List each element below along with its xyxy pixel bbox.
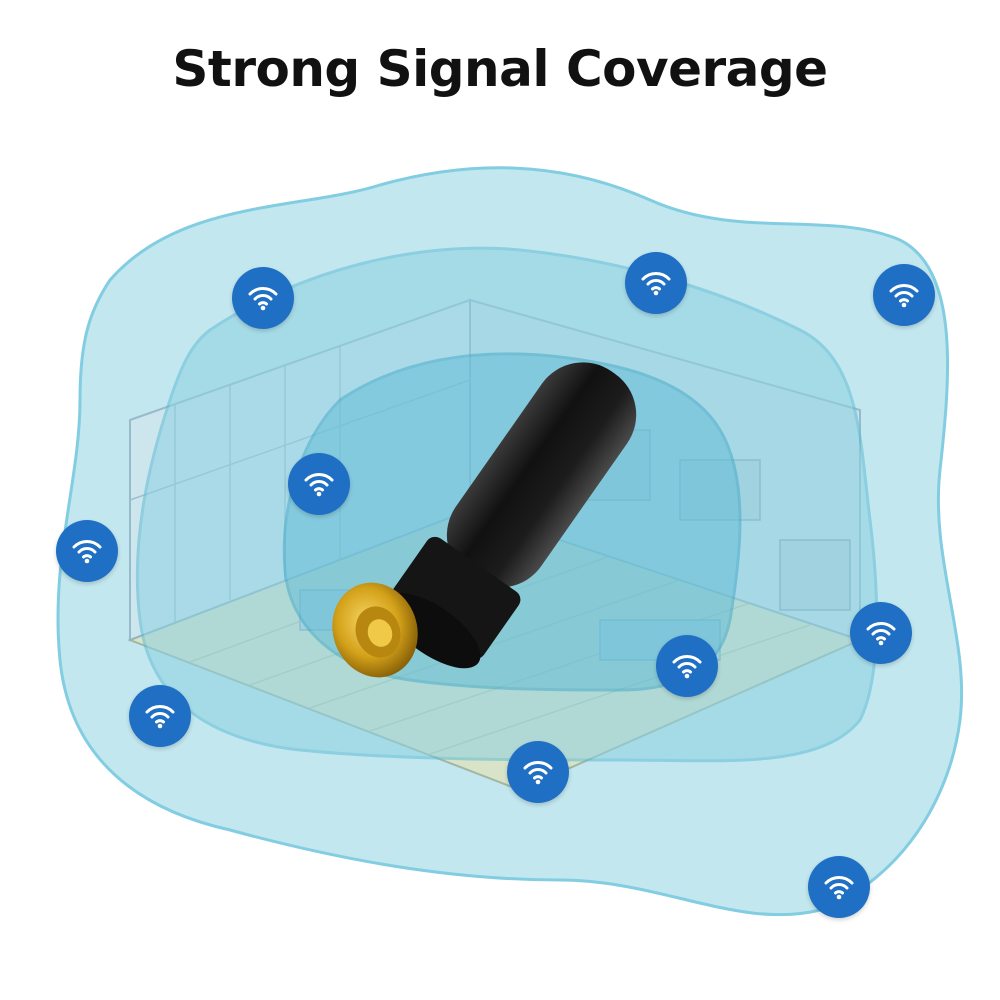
wifi-icon <box>873 264 935 326</box>
antenna-image <box>332 362 637 678</box>
wifi-icon <box>129 685 191 747</box>
wifi-icon <box>288 453 350 515</box>
page-title: Strong Signal Coverage <box>172 40 828 98</box>
wifi-icon <box>232 267 294 329</box>
wifi-icon <box>808 856 870 918</box>
wifi-icon <box>656 635 718 697</box>
wifi-icon <box>850 602 912 664</box>
wifi-icon <box>507 741 569 803</box>
wifi-icon <box>56 520 118 582</box>
wifi-icon <box>625 252 687 314</box>
